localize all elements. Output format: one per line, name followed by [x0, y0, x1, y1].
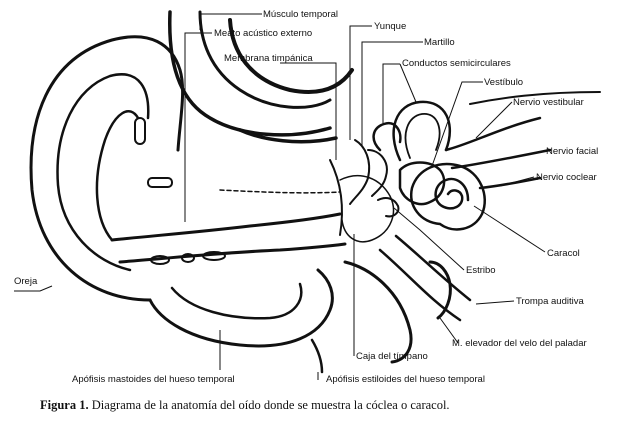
leader-caracol	[474, 206, 545, 252]
label-vestibulo: Vestíbulo	[484, 77, 523, 88]
label-oreja: Oreja	[14, 276, 38, 287]
bone-lower-right-2	[312, 340, 322, 372]
label-apofisis-mastoides: Apófisis mastoides del hueso temporal	[72, 374, 235, 385]
label-nervio-vestibular: Nervio vestibular	[513, 97, 584, 108]
leader-conductos-2	[400, 64, 416, 102]
label-martillo: Martillo	[424, 37, 455, 48]
middle-ear-cavity	[340, 176, 393, 242]
ear-canal-dashed	[220, 190, 340, 193]
label-caracol: Caracol	[547, 248, 580, 259]
label-meato: Meato acústico externo	[214, 28, 312, 39]
mastoid-inner	[172, 284, 301, 318]
pinna-inner-fold	[58, 74, 149, 270]
leader-meato	[185, 33, 212, 222]
semicircular-canal-1-inner	[406, 114, 440, 158]
label-nervio-coclear: Nervio coclear	[536, 172, 597, 183]
leader-nervio-coclear	[500, 177, 534, 186]
eustachian-tube-2	[380, 250, 460, 320]
leader-membrana	[280, 63, 336, 160]
label-estribo: Estribo	[466, 265, 496, 276]
hammer-ossicle	[350, 140, 369, 204]
figure-caption: Figura 1. Diagrama de la anatomía del oí…	[40, 398, 620, 413]
mastoid-contour	[150, 270, 332, 346]
label-trompa: Trompa auditiva	[516, 296, 584, 307]
cartilage-mark-2	[148, 178, 172, 187]
leader-yunque	[350, 26, 372, 140]
cartilage-mark-1	[135, 118, 145, 144]
bone-lower-right	[345, 262, 411, 362]
label-yunque: Yunque	[374, 21, 406, 32]
label-caja: Caja del tímpano	[356, 351, 428, 362]
leader-vestibulo	[432, 82, 483, 166]
tympanic-membrane	[330, 160, 342, 235]
anvil-ossicle	[368, 150, 387, 196]
stirrup-ossicle	[378, 198, 398, 216]
semicircular-canal-2	[374, 123, 401, 150]
label-apofisis-estiloides: Apófisis estiloides del hueso temporal	[326, 374, 485, 385]
eustachian-tube	[396, 236, 470, 300]
cochlea-outer	[411, 164, 485, 229]
label-nervio-facial: Nervio facial	[546, 146, 598, 157]
ear-canal-lower	[120, 244, 345, 262]
label-elevador: M. elevador del velo del paladar	[452, 338, 587, 349]
vestibular-nerve	[446, 118, 540, 150]
facial-nerve	[452, 150, 550, 168]
label-musculo-temporal: Músculo temporal	[263, 9, 338, 20]
antihelix	[97, 111, 138, 240]
leader-estribo	[394, 208, 464, 270]
vestibule	[400, 163, 444, 205]
label-membrana: Membrana timpánica	[224, 53, 313, 64]
semicircular-canal-1	[394, 102, 450, 160]
leader-trompa	[476, 301, 514, 304]
caption-number: Figura 1.	[40, 398, 89, 412]
ear-canal-upper	[112, 214, 340, 240]
caption-text: Diagrama de la anatomía del oído donde s…	[89, 398, 450, 412]
label-conductos: Conductos semicirculares	[402, 58, 511, 69]
